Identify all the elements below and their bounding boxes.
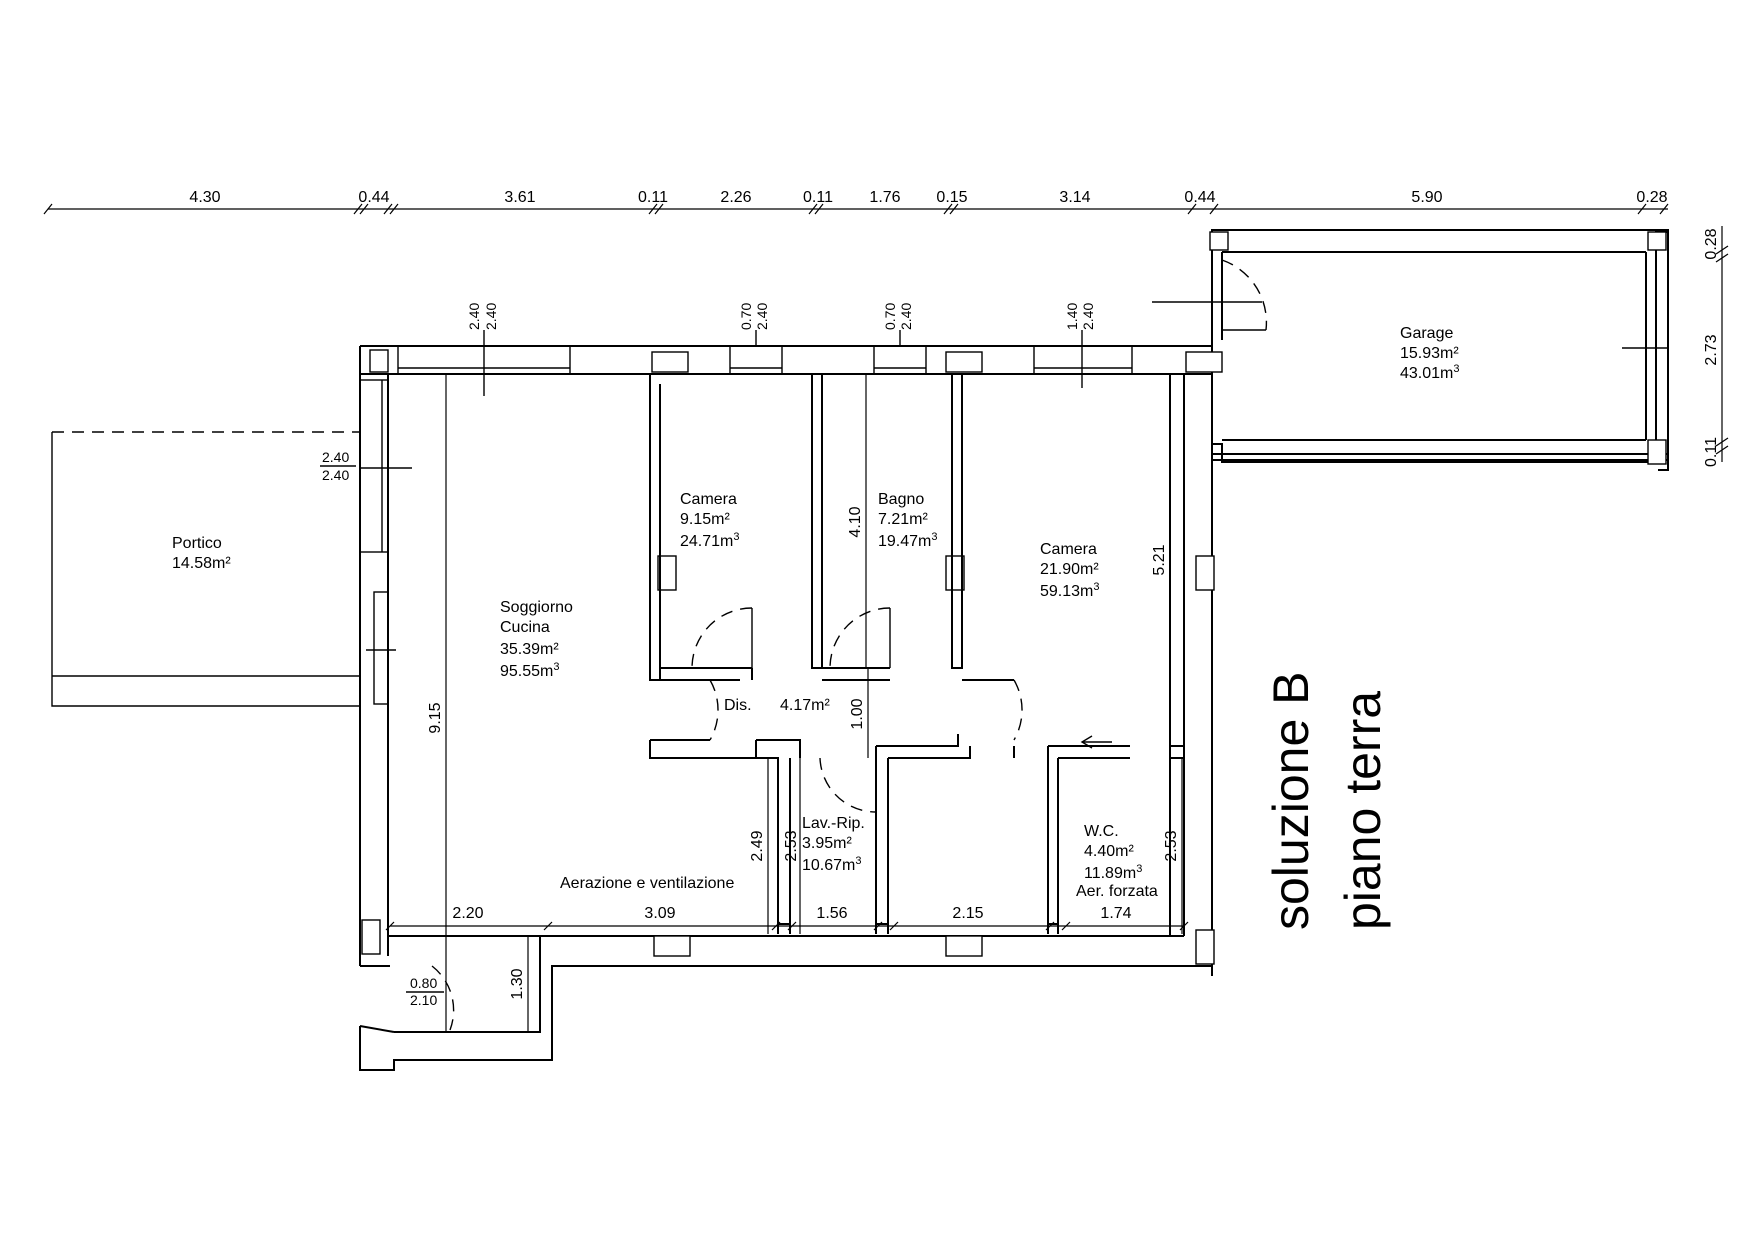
top-dimension-chain: 4.30 0.44 3.61 0.11 2.26 0.11 1.76 0.15 … — [43, 189, 1669, 215]
camera2-volume-value: 59.13m — [1040, 583, 1093, 600]
dim-top-7: 1.76 — [869, 189, 900, 206]
interior-walls — [649, 374, 1184, 936]
wc-volume: 11.89m3 — [1084, 863, 1142, 882]
wc-volume-value: 11.89m — [1084, 865, 1136, 882]
dim-bottom-e: 1.74 — [1100, 905, 1131, 922]
win2-a: 0.70 — [738, 303, 754, 330]
window-labels: 2.40 2.40 0.70 2.40 0.70 2.40 1.40 2.40 … — [320, 303, 1096, 1008]
dim-top-3: 3.61 — [504, 189, 535, 206]
dim-bottom-d: 2.15 — [952, 905, 983, 922]
portico-name: Portico — [172, 535, 222, 552]
portico: Portico 14.58m² — [51, 431, 360, 707]
dim-top-10: 0.44 — [1184, 189, 1215, 206]
camera2-volume-sup: 3 — [1093, 581, 1099, 593]
dim-bottom-c: 1.56 — [816, 905, 847, 922]
garage-volume: 43.01m3 — [1400, 363, 1460, 382]
lav-area: 3.95m² — [802, 835, 852, 852]
win3-a: 0.70 — [882, 303, 898, 330]
dim-top-12: 0.28 — [1636, 189, 1667, 206]
dim-dis: 1.00 — [849, 698, 866, 729]
dim-camera: 5.21 — [1151, 544, 1168, 575]
title-line1: soluzione B — [1263, 672, 1319, 931]
dis-name: Dis. — [724, 697, 752, 714]
dim-top-4: 0.11 — [638, 189, 668, 206]
drawing-title: soluzione B piano terra — [1263, 672, 1391, 931]
win2-b: 2.40 — [754, 303, 770, 330]
lav-volume-value: 10.67m — [802, 857, 855, 874]
garage-volume-sup: 3 — [1453, 363, 1459, 375]
dim-top-1: 4.30 — [189, 189, 220, 206]
camera2-name: Camera — [1040, 541, 1097, 558]
soggiorno-area: 35.39m² — [500, 641, 559, 658]
soggiorno-name1: Soggiorno — [500, 599, 573, 616]
soggiorno-volume: 95.55m3 — [500, 661, 560, 680]
wc-volume-sup: 3 — [1136, 863, 1142, 875]
win5-a: 2.40 — [322, 449, 349, 465]
camera1-volume: 24.71m3 — [680, 531, 740, 550]
garage-name: Garage — [1400, 325, 1453, 342]
bagno-area: 7.21m² — [878, 511, 928, 528]
win3-b: 2.40 — [898, 303, 914, 330]
soggiorno-name2: Cucina — [500, 619, 550, 636]
soggiorno-volume-sup: 3 — [553, 661, 559, 673]
win6-b: 2.10 — [410, 992, 437, 1008]
bagno-volume-value: 19.47m — [878, 533, 931, 550]
dim-top-2: 0.44 — [358, 189, 389, 206]
camera2-volume: 59.13m3 — [1040, 581, 1100, 600]
camera1-volume-sup: 3 — [733, 531, 739, 543]
dim-bottom-b: 3.09 — [644, 905, 675, 922]
dim-right-3: 0.11 — [1703, 437, 1720, 467]
camera1-volume-value: 24.71m — [680, 533, 733, 550]
bagno-name: Bagno — [878, 491, 924, 508]
camera2-area: 21.90m² — [1040, 561, 1099, 578]
right-dimension-chain: 0.28 2.73 0.11 — [1703, 226, 1729, 467]
wc-name: W.C. — [1084, 823, 1119, 840]
portico-area: 14.58m² — [172, 555, 231, 572]
dim-top-6: 0.11 — [803, 189, 833, 206]
win4-a: 1.40 — [1064, 303, 1080, 330]
dis-area: 4.17m² — [780, 697, 830, 714]
aerazione-note: Aerazione e ventilazione — [560, 875, 734, 892]
garage-area: 15.93m² — [1400, 345, 1459, 362]
camera1-area: 9.15m² — [680, 511, 730, 528]
dim-soggiorno: 9.15 — [427, 702, 444, 733]
dim-top-8: 0.15 — [936, 189, 967, 206]
dim-bottom-a: 2.20 — [452, 905, 483, 922]
bagno-volume-sup: 3 — [931, 531, 937, 543]
win5-b: 2.40 — [322, 467, 349, 483]
dim-entry: 1.30 — [509, 968, 526, 999]
bagno-volume: 19.47m3 — [878, 531, 938, 550]
dim-top-11: 5.90 — [1411, 189, 1442, 206]
dim-wc: 2.53 — [1163, 830, 1180, 861]
dim-right-2: 2.73 — [1703, 334, 1720, 365]
win1-b: 2.40 — [483, 303, 499, 330]
interior-dimensions: 9.15 4.10 5.21 1.00 2.49 2.53 2.53 1.30 … — [385, 374, 1189, 1032]
win4-b: 2.40 — [1080, 303, 1096, 330]
dim-lav-left: 2.49 — [749, 830, 766, 861]
lav-volume: 10.67m3 — [802, 855, 862, 874]
dim-bagno: 4.10 — [847, 506, 864, 537]
win1-a: 2.40 — [466, 303, 482, 330]
dim-top-9: 3.14 — [1059, 189, 1090, 206]
wc-area: 4.40m² — [1084, 843, 1134, 860]
soggiorno-volume-value: 95.55m — [500, 663, 553, 680]
dim-lav-right: 2.53 — [783, 830, 800, 861]
win6-a: 0.80 — [410, 975, 437, 991]
dim-right-1: 0.28 — [1703, 228, 1720, 259]
garage-volume-value: 43.01m — [1400, 365, 1453, 382]
garage: Garage 15.93m² 43.01m3 — [1152, 229, 1669, 471]
title-line2: piano terra — [1335, 691, 1391, 930]
lav-name: Lav.-Rip. — [802, 815, 865, 832]
room-labels: Camera 9.15m² 24.71m3 Bagno 7.21m² 19.47… — [500, 491, 1158, 900]
lav-volume-sup: 3 — [855, 855, 861, 867]
camera1-name: Camera — [680, 491, 737, 508]
dim-top-5: 2.26 — [720, 189, 751, 206]
door-swings — [431, 607, 1023, 1031]
wc-note: Aer. forzata — [1076, 883, 1158, 900]
